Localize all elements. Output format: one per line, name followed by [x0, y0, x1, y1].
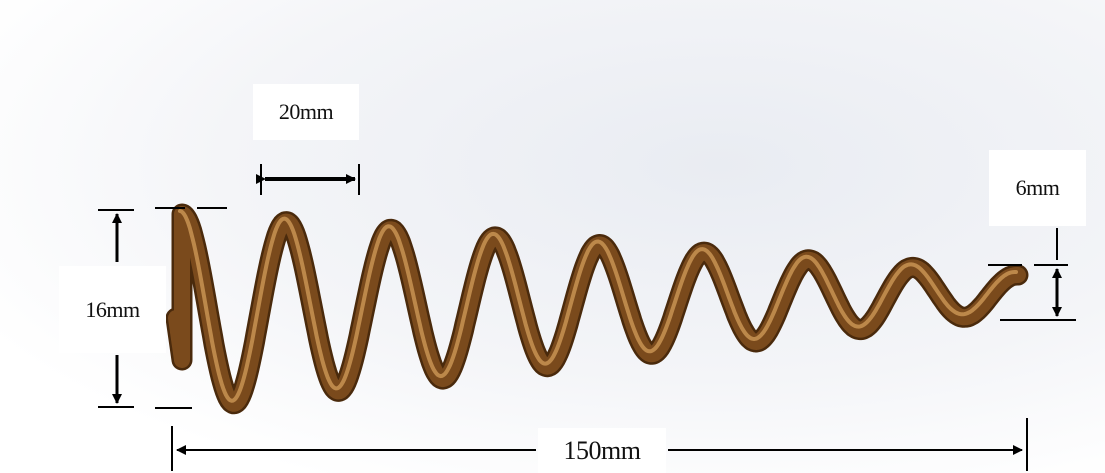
small-height-label: 6mm	[989, 150, 1086, 226]
pitch-dimension	[256, 164, 360, 195]
pitch-label: 20mm	[253, 84, 359, 140]
large-height-dimension	[98, 207, 238, 409]
tapered-coil-spring	[165, 203, 1029, 415]
small-height-dimension	[988, 228, 1076, 321]
large-height-label: 16mm	[59, 266, 166, 353]
coil-highlight-stroke	[178, 209, 1018, 403]
total-length-label: 150mm	[538, 428, 666, 473]
length-dimension	[171, 418, 1028, 471]
